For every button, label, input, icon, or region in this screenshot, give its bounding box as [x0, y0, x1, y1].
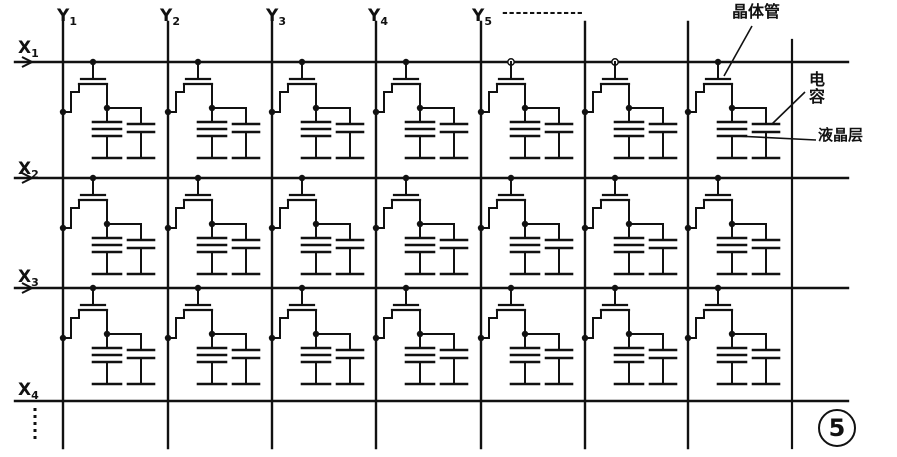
row-label-x2: X2	[18, 159, 39, 181]
leader-liquid-crystal	[735, 135, 817, 141]
row-arrow-2	[21, 172, 35, 184]
row-label-x4: X4	[18, 380, 39, 402]
figure-number-badge: 5	[818, 409, 856, 447]
leader-capacitor	[771, 91, 806, 125]
column-label-y5: Y5	[472, 6, 492, 28]
row-label-x1: X1	[18, 38, 39, 60]
column-label-y4: Y4	[368, 6, 388, 28]
column-label-y3: Y3	[266, 6, 286, 28]
column-label-ellipsis: ------------	[502, 5, 584, 21]
row-label-x3: X3	[18, 267, 39, 289]
row-arrow-3	[21, 282, 35, 294]
annotation-capacitor: 电容	[808, 70, 825, 106]
column-label-y1: Y1	[57, 6, 77, 28]
column-label-y2: Y2	[160, 6, 180, 28]
annotation-liquid-crystal-layer: 液晶层	[818, 126, 864, 144]
row-arrow-1	[21, 56, 35, 68]
leader-transistor	[723, 25, 753, 77]
annotation-transistor: 晶体管	[732, 2, 781, 21]
